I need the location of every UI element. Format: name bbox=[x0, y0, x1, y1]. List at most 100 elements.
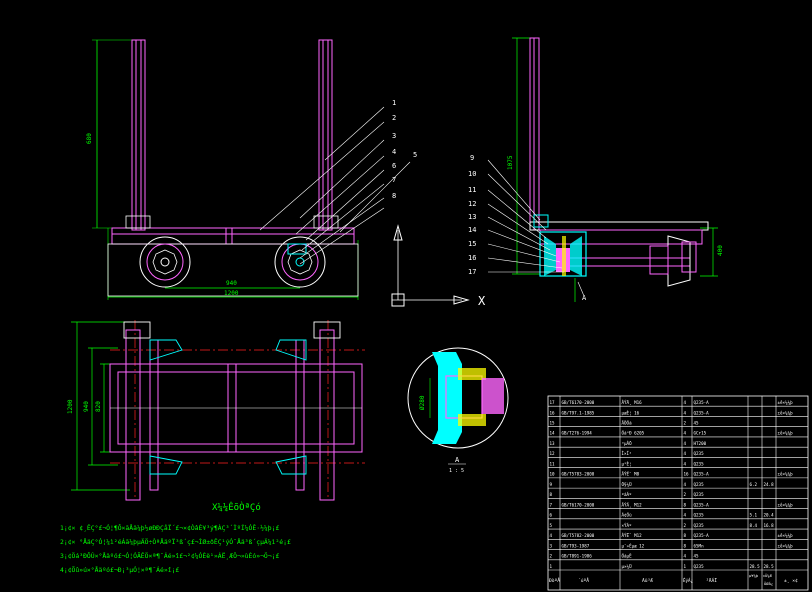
bom-cell: µ²È¦ bbox=[622, 461, 632, 466]
leader-line bbox=[299, 207, 385, 265]
wheel-left-inner bbox=[146, 243, 184, 281]
leader-line bbox=[487, 203, 549, 245]
bom-header-qty: ÊýÁ¿ bbox=[683, 578, 694, 583]
base-plate bbox=[107, 243, 359, 297]
bom-cell: 65Mn bbox=[694, 543, 705, 548]
bom-cell: 2 bbox=[550, 554, 553, 559]
bom-cell: Q235 bbox=[694, 451, 705, 456]
plan-wheel-tr-detail bbox=[275, 339, 307, 361]
bom-cell: 5.1 bbox=[750, 513, 758, 518]
front-brackets bbox=[125, 215, 339, 229]
plan-wheel-tl bbox=[123, 321, 151, 339]
bom-cell: 4 bbox=[684, 461, 687, 466]
caster-mount bbox=[287, 243, 307, 255]
notes-title: X¼¼ÊõÒªÇó bbox=[212, 501, 261, 513]
leader-line bbox=[487, 257, 563, 269]
bom-header-seq: ÐòºÅ bbox=[549, 577, 560, 584]
callout-6: 6 bbox=[392, 162, 396, 170]
bom-header-material: ²ÄÁÏ bbox=[706, 577, 717, 584]
side-view: 1075 400 bbox=[468, 37, 724, 302]
bom-cell: ÂÝË¨ M8 bbox=[622, 472, 640, 477]
bom-cell: 14 bbox=[550, 431, 556, 436]
detail-circle bbox=[407, 347, 509, 449]
bom-cell: ±ê×¼¼þ bbox=[778, 431, 794, 437]
bom-cell: 16.8 bbox=[764, 523, 775, 528]
bom-cell: 6 bbox=[550, 513, 553, 518]
callout-2: 2 bbox=[392, 114, 396, 122]
technical-notes: X¼¼ÊõÒªÇó 1¡¢× ¢¸ÊÇ°£¬Ó¦¶Ô×ãÅä¼þ½øÐÐÇåÏ´… bbox=[60, 501, 291, 574]
leader-line bbox=[299, 197, 385, 259]
bom-cell: 15 bbox=[550, 421, 556, 426]
bom-cell: GB/T6170-2000 bbox=[562, 400, 595, 405]
bom-cell: 28.5 bbox=[764, 564, 775, 569]
callout-13: 13 bbox=[468, 213, 476, 221]
detail-bolt bbox=[458, 414, 486, 426]
side-dim-height: 1075 bbox=[507, 155, 514, 170]
leader-line bbox=[487, 159, 541, 221]
bom-header-weight: µ¥¼þ ×Ü¼Æ bbox=[749, 573, 773, 579]
bom-cell: ³µÂÖ bbox=[622, 441, 633, 446]
bom-cell: 28.5 bbox=[750, 564, 761, 569]
bom-cell: Q235 bbox=[694, 482, 705, 487]
plan-wheel-br-detail bbox=[275, 455, 307, 475]
bom-cell: ÂÖÖá bbox=[622, 421, 633, 426]
plan-dim-total: 1200 bbox=[67, 399, 74, 414]
bom-cell: ±ê×¼¼þ bbox=[778, 543, 794, 549]
bom-cell: 16 bbox=[550, 410, 556, 415]
leader-line bbox=[301, 183, 385, 251]
detail-bolt bbox=[458, 368, 486, 380]
bom-cell: 8 bbox=[684, 533, 687, 538]
bom-cell: 4 bbox=[550, 533, 553, 538]
bom-cell: 10 bbox=[550, 472, 556, 477]
callout-11: 11 bbox=[468, 186, 476, 194]
leader-line bbox=[487, 189, 547, 239]
side-wheel-right bbox=[649, 235, 697, 287]
bom-cell: ÖáµË bbox=[622, 554, 633, 559]
bom-cell: Ì×Í² bbox=[622, 451, 632, 456]
bom-cell: GB/T6170-2000 bbox=[562, 502, 595, 507]
leader-line bbox=[577, 281, 585, 297]
detail-axle bbox=[482, 378, 504, 414]
side-bracket bbox=[533, 214, 549, 228]
bracket bbox=[313, 215, 339, 229]
front-wheels bbox=[139, 236, 326, 288]
bom-cell: ±ê×¼¼þ bbox=[778, 472, 794, 478]
side-callouts: 9 10 11 12 13 14 15 16 17 A bbox=[468, 154, 587, 302]
bom-cell: 13 bbox=[550, 441, 556, 446]
bom-cell: 8.4 bbox=[750, 523, 758, 528]
bom-cell: GB/T276-1994 bbox=[562, 431, 593, 436]
bom-cell: ±ê×¼¼þ bbox=[778, 400, 794, 406]
section-mark-a: A bbox=[582, 294, 587, 302]
bom-cell: 16 bbox=[684, 472, 690, 477]
bom-cell: µæÈ¦ 16 bbox=[622, 410, 640, 415]
dim-text-height: 680 bbox=[86, 133, 93, 144]
bom-cell: 12 bbox=[550, 451, 556, 456]
bom-cell: µ¯»Éµæ 12 bbox=[622, 543, 645, 548]
side-wheel-flange bbox=[570, 236, 582, 276]
bom-cell: Q235-A bbox=[694, 410, 710, 415]
bom-header-code: ´úºÅ bbox=[578, 577, 589, 584]
bom-cell: Öá³Ð 6205 bbox=[622, 431, 645, 436]
bom-cell: 4 bbox=[684, 431, 687, 436]
coordinate-axis: X bbox=[391, 224, 486, 308]
bom-outline bbox=[547, 395, 809, 591]
notes-line-1: 1¡¢× ¢¸ÊÇ°£¬Ó¦¶Ô×ãÅä¼þ½øÐÐÇåÏ´£¬×¢ÒâÈ¥³ý… bbox=[60, 523, 279, 532]
bom-cell: 1 bbox=[684, 564, 687, 569]
plan-rail-left bbox=[125, 329, 141, 501]
side-dimensions bbox=[512, 37, 718, 302]
dim-text-overall: 1200 bbox=[224, 290, 239, 297]
plan-dimensions bbox=[71, 321, 130, 491]
bom-cell: ÂÝÄ¸ M12 bbox=[622, 502, 643, 507]
side-wheel-right-nut bbox=[681, 241, 697, 273]
bom-cell: 9 bbox=[550, 482, 553, 487]
wheel-left bbox=[139, 236, 191, 288]
callout-8: 8 bbox=[392, 192, 396, 200]
callout-5: 5 bbox=[413, 151, 417, 159]
bom-cell: 5 bbox=[550, 523, 553, 528]
bom-cell: 8 bbox=[684, 543, 687, 548]
bom-cell: Q235 bbox=[694, 513, 705, 518]
plan-rail-right bbox=[319, 329, 335, 501]
bom-cell: 45 bbox=[694, 554, 700, 559]
bom-cell: 4 bbox=[684, 482, 687, 487]
detail-scale: 1 : 5 bbox=[449, 468, 464, 474]
